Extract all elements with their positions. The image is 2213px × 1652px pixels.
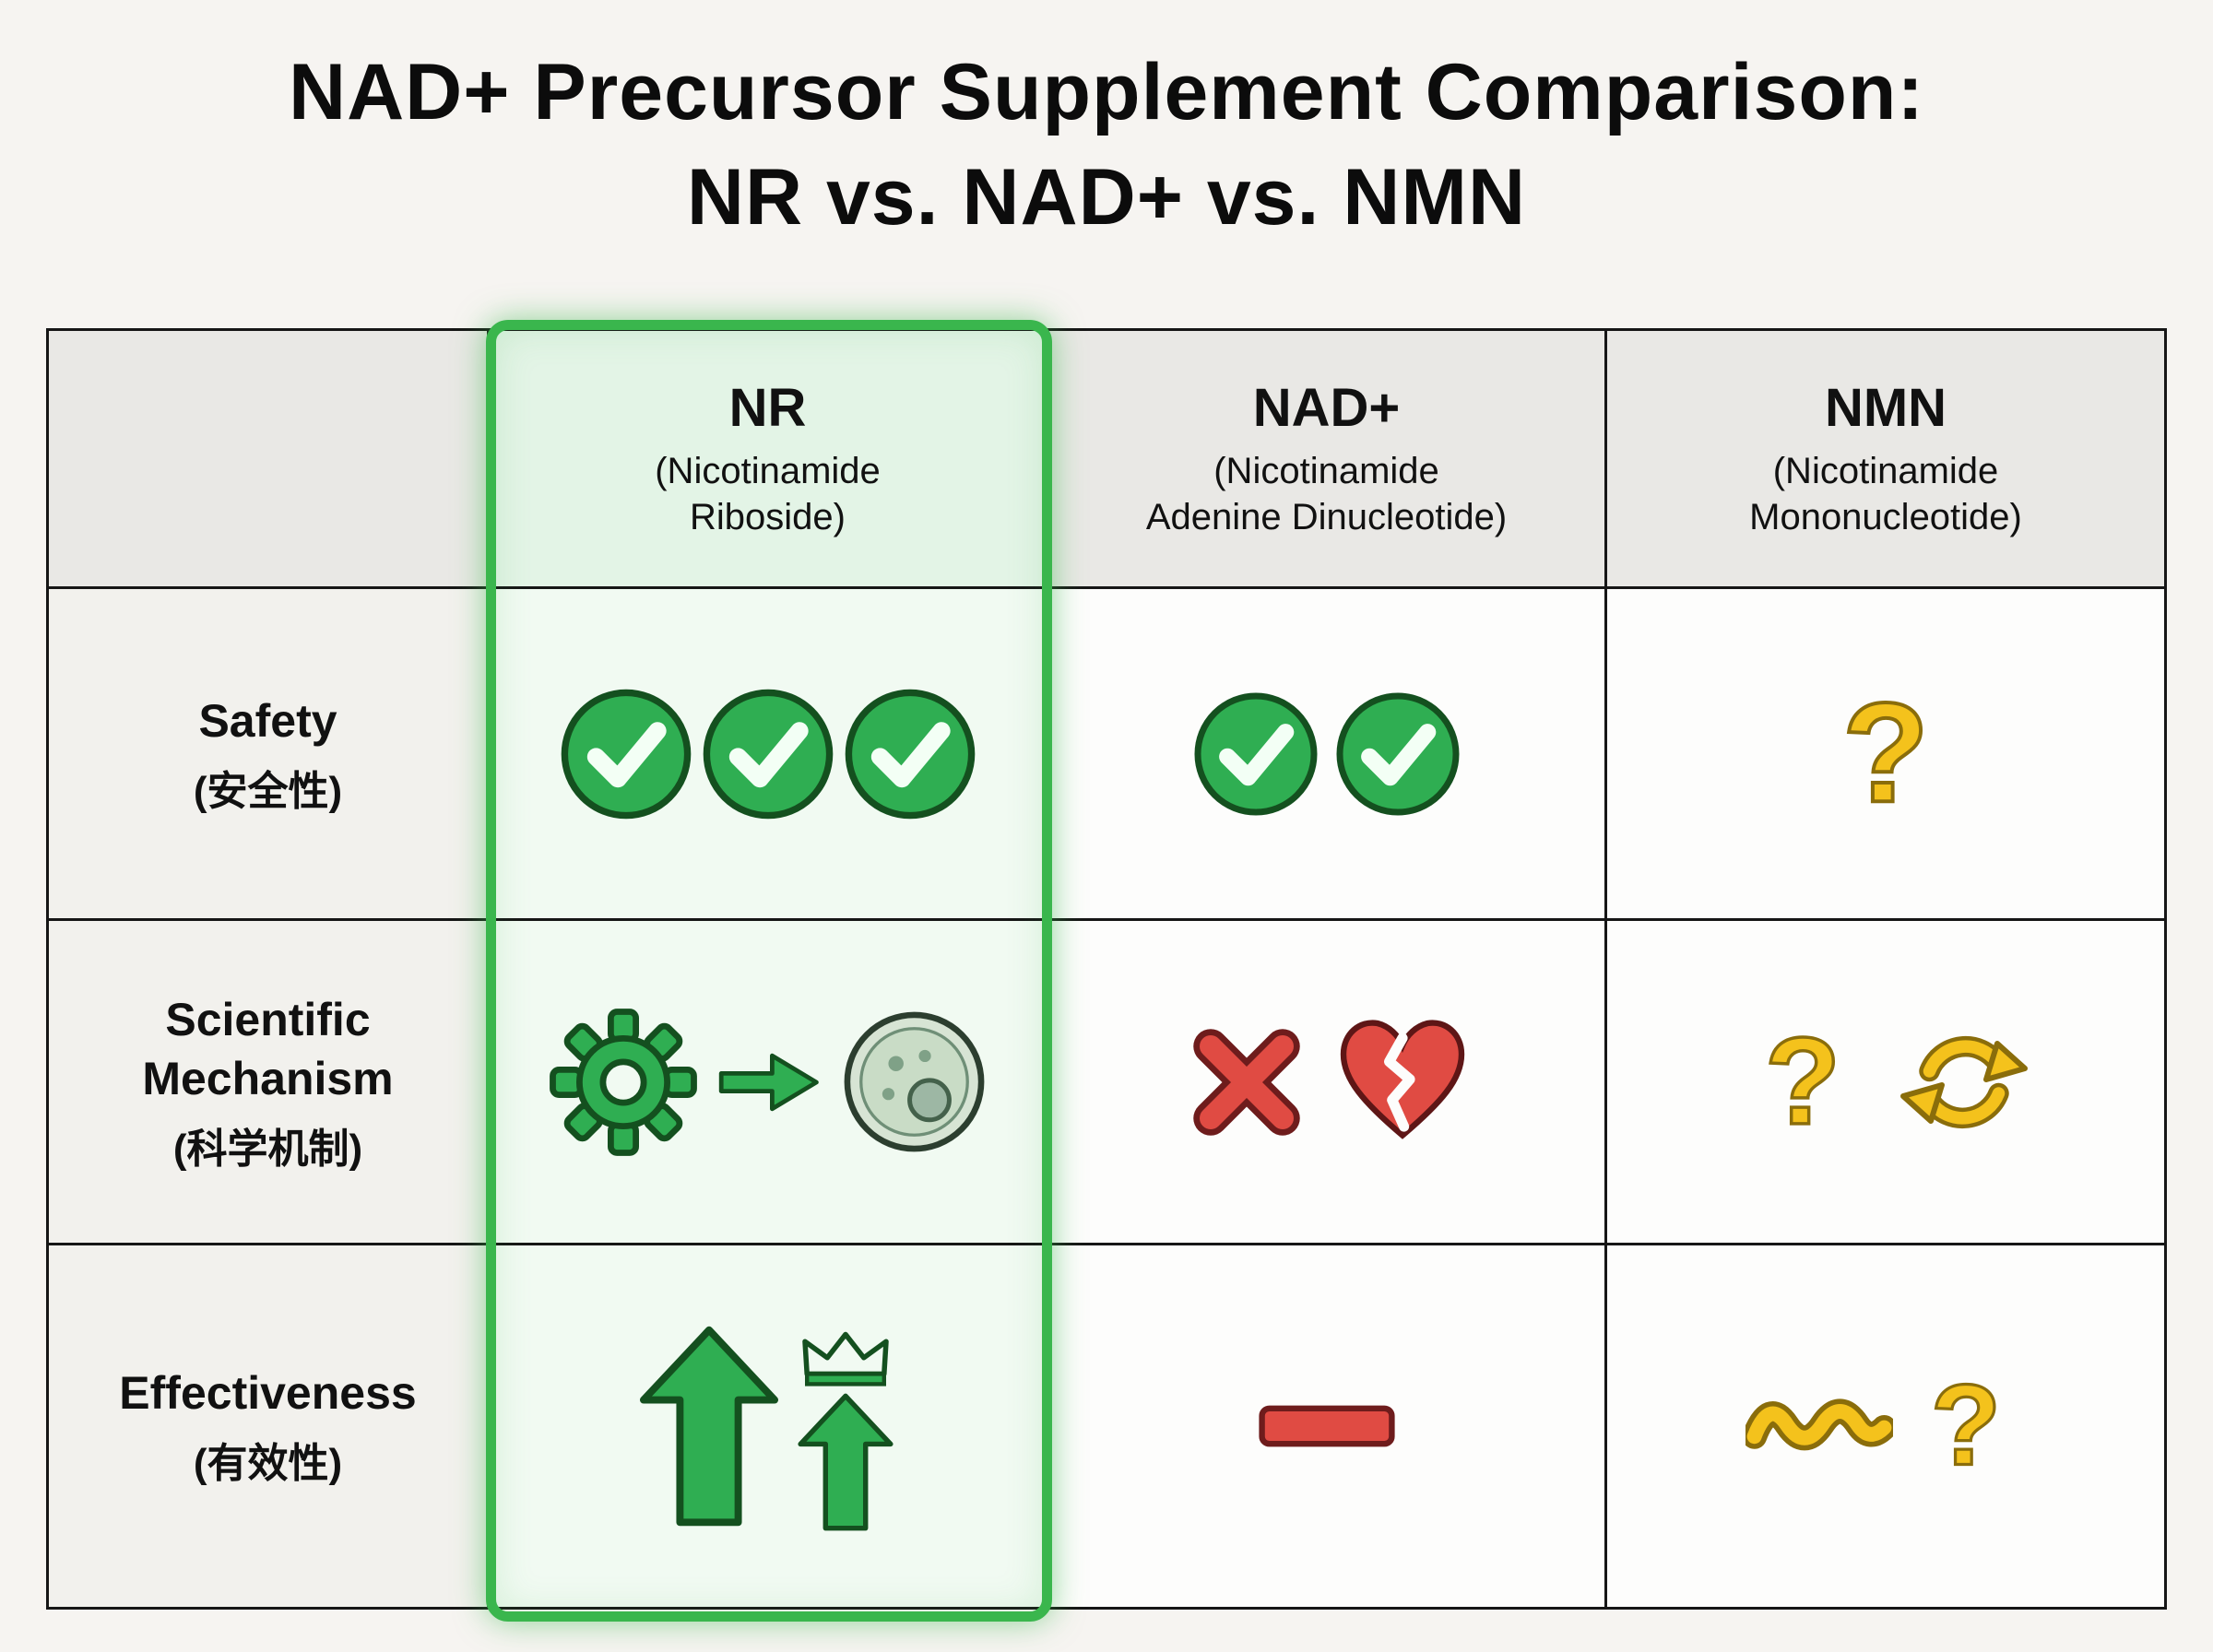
cell-effectiveness-nmn bbox=[1607, 1245, 2164, 1607]
up-arrow-icon bbox=[794, 1392, 897, 1532]
cell-effectiveness-nr bbox=[490, 1245, 1048, 1607]
cell-effectiveness-nad bbox=[1048, 1245, 1607, 1607]
biological-cell-icon bbox=[838, 1006, 990, 1158]
row-label-effectiveness: Effectiveness (有效性) bbox=[49, 1245, 490, 1607]
minus-dash-icon bbox=[1253, 1397, 1401, 1456]
column-header-nad: NAD+ (Nicotinamide Adenine Dinucleotide) bbox=[1048, 331, 1607, 589]
check-circle-icon bbox=[1191, 690, 1320, 819]
title-line1: NAD+ Precursor Supplement Comparison: bbox=[288, 48, 1925, 136]
column-subtitle-nr: (Nicotinamide Riboside) bbox=[655, 451, 881, 537]
right-arrow-icon bbox=[715, 1027, 825, 1138]
column-subtitle-nmn: (Nicotinamide Mononucleotide) bbox=[1749, 451, 2022, 537]
question-mark-icon bbox=[1738, 1018, 1867, 1147]
squiggle-icon bbox=[1746, 1375, 1893, 1478]
check-circle-icon bbox=[842, 686, 978, 822]
corner-cell bbox=[49, 331, 490, 589]
cell-mechanism-nmn bbox=[1607, 921, 2164, 1245]
question-mark-icon bbox=[1906, 1366, 2026, 1486]
check-circle-icon bbox=[700, 686, 836, 822]
column-name-nr: NR bbox=[728, 378, 807, 438]
title-line2: NR vs. NAD+ vs. NMN bbox=[686, 152, 1527, 242]
cell-safety-nmn bbox=[1607, 589, 2164, 921]
row-label-safety: Safety (安全性) bbox=[49, 589, 490, 921]
column-header-nmn: NMN (Nicotinamide Mononucleotide) bbox=[1607, 331, 2164, 589]
column-name-nad: NAD+ bbox=[1252, 378, 1401, 438]
comparison-table: NR (Nicotinamide Riboside) NAD+ (Nicotin… bbox=[46, 320, 2167, 1622]
check-circle-icon bbox=[1333, 690, 1462, 819]
x-mark-icon bbox=[1178, 1013, 1316, 1151]
column-name-nmn: NMN bbox=[1824, 378, 1947, 438]
recycle-arrows-icon bbox=[1895, 1013, 2033, 1151]
crowned-arrow bbox=[791, 1329, 900, 1532]
column-subtitle-nad: (Nicotinamide Adenine Dinucleotide) bbox=[1145, 451, 1508, 537]
cell-safety-nr bbox=[490, 589, 1048, 921]
row-label-mechanism: Scientific Mechanism (科学机制) bbox=[49, 921, 490, 1245]
question-mark-icon bbox=[1812, 680, 1959, 828]
broken-heart-icon bbox=[1329, 1009, 1476, 1156]
cell-safety-nad bbox=[1048, 589, 1607, 921]
page-title: NAD+ Precursor Supplement Comparison: NR… bbox=[0, 41, 2213, 250]
crown-icon bbox=[791, 1329, 900, 1390]
cell-mechanism-nad bbox=[1048, 921, 1607, 1245]
column-header-nr: NR (Nicotinamide Riboside) bbox=[490, 331, 1048, 589]
cell-mechanism-nr bbox=[490, 921, 1048, 1245]
check-circle-icon bbox=[558, 686, 694, 822]
gear-icon bbox=[545, 1004, 702, 1161]
up-arrow-icon bbox=[636, 1320, 782, 1532]
